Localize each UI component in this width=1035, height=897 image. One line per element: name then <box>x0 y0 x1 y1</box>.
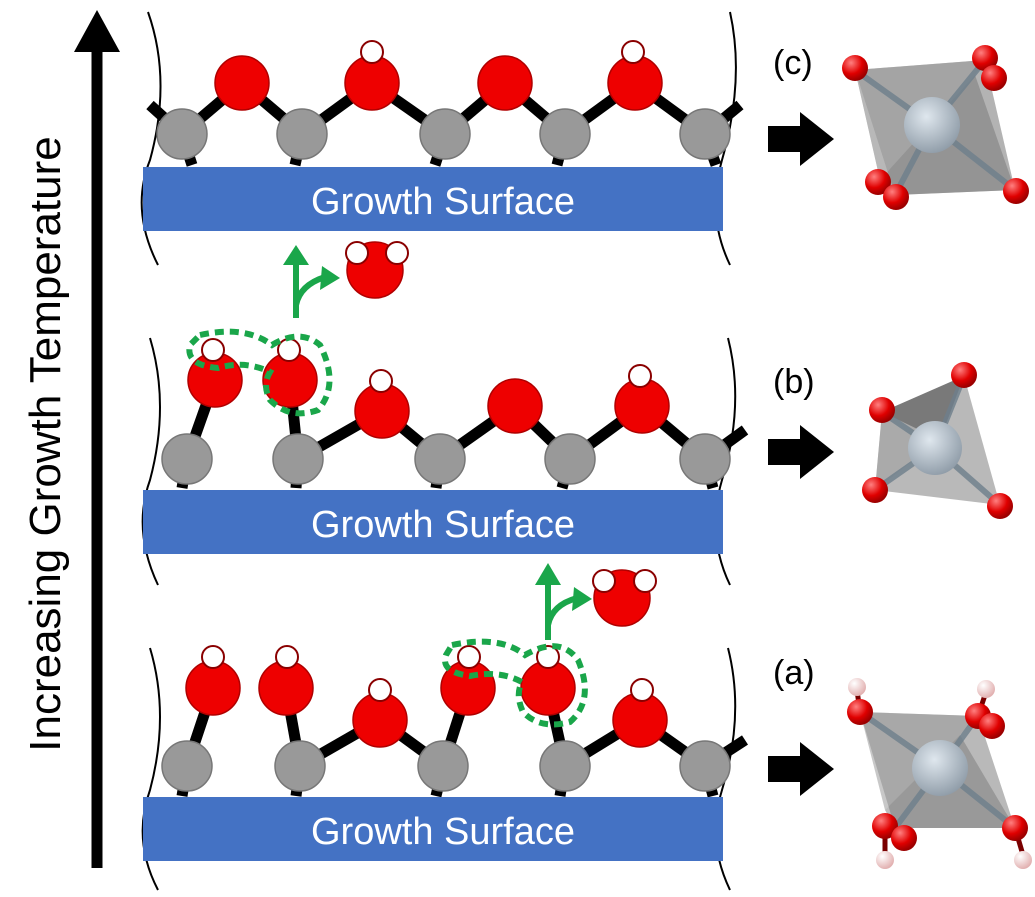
arrowhead <box>283 245 309 265</box>
octahedral-coordination-model <box>842 45 1029 210</box>
arrow-icon <box>768 742 834 796</box>
hydrogen-atoms <box>360 40 645 64</box>
oxygen-atoms <box>214 55 663 111</box>
hydrogen-atoms <box>201 645 654 702</box>
panel-label-c: (c) <box>773 44 813 82</box>
water-molecule <box>592 569 657 627</box>
metal-atoms <box>156 108 731 160</box>
hydroxylated-octahedral-model <box>847 678 1032 869</box>
dehydration-arrow <box>293 262 326 318</box>
arrowhead <box>572 587 592 611</box>
growth-surface <box>143 490 723 554</box>
tetrahedral-coordination-model <box>862 362 1013 519</box>
metal-atoms <box>161 740 731 792</box>
temperature-axis-arrow <box>74 10 120 868</box>
growth-surface <box>143 167 723 231</box>
growth-surface-label: Growth Surface <box>311 811 575 853</box>
hydrogen-atoms <box>201 338 652 393</box>
panel-b-surface-model: Growth Surface <box>141 328 749 586</box>
growth-surface <box>143 797 723 861</box>
condensing-pair-highlight <box>186 328 333 417</box>
dehydration-arrow <box>545 582 578 640</box>
arrowhead <box>535 563 561 585</box>
panel-label-b: (b) <box>773 363 815 401</box>
metal-atoms <box>161 433 731 485</box>
growth-surface-label: Growth Surface <box>311 504 575 546</box>
panel-a-surface-model: Growth Surface <box>141 638 748 891</box>
oxygen-atoms <box>185 660 668 748</box>
arrow-icon <box>768 425 834 479</box>
axis-label: Increasing Growth Temperature <box>21 136 70 752</box>
arrowhead <box>320 266 340 290</box>
growth-surface-label: Growth Surface <box>311 181 575 223</box>
arrow-icon <box>768 112 834 166</box>
water-molecule <box>345 241 409 299</box>
panel-c-surface-model: Growth Surface <box>140 11 744 266</box>
condensing-pair-highlight <box>442 638 588 728</box>
panel-label-a: (a) <box>773 654 815 692</box>
